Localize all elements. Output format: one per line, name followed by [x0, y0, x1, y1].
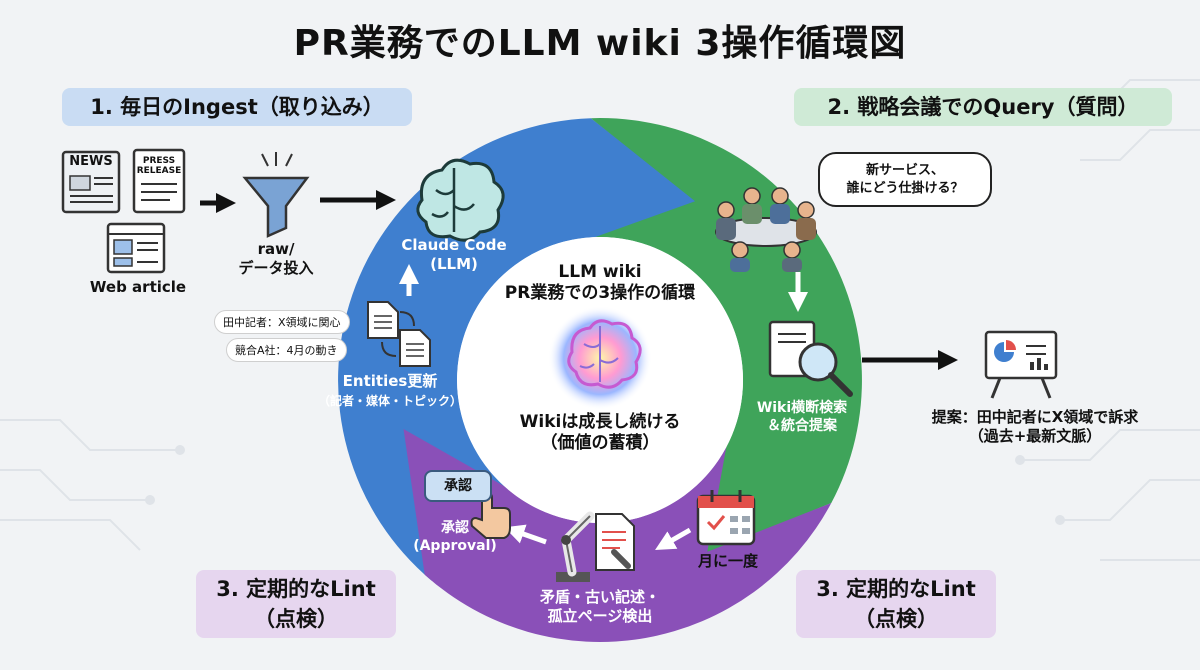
magnifier-icon [768, 320, 853, 397]
lint-badge-right: 3. 定期的なLint （点検） [796, 570, 996, 638]
raw-label: raw/ データ投入 [214, 240, 338, 278]
question-bubble-line1: 新サービス、 [865, 163, 944, 178]
lint-check-line1: 矛盾・古い記述・ [539, 588, 660, 606]
proposal-label-line1: 提案：田中記者にX領域で訴求 [931, 408, 1139, 426]
center-footer-line2: （価値の蓄積） [540, 433, 660, 454]
document-icon [367, 301, 431, 367]
lint-badge-right-line1: 3. 定期的なLint [816, 577, 976, 601]
question-bubble: 新サービス、 誰にどう仕掛ける？ [818, 152, 992, 208]
press-release-icon [132, 148, 186, 214]
press-release-label: PRESS RELEASE [134, 156, 184, 177]
entity-pill-competitor: 競合A社：4月の動き [226, 338, 347, 362]
news-label: NEWS [69, 154, 113, 169]
search-label-line2: ＆統合提案 [767, 417, 837, 434]
brain-icon [416, 158, 505, 242]
web-article-label: Web article [89, 278, 187, 296]
presentation-icon [984, 330, 1058, 399]
search-label-line1: Wiki横断検索 [756, 400, 848, 416]
entities-label: Entities更新 （記者・媒体・トピック） [310, 372, 470, 410]
entity-pill-journalist: 田中記者：X領域に関心 [214, 310, 350, 334]
lint-badge-left-line2: （点検） [254, 607, 338, 631]
calendar-icon [696, 490, 756, 546]
center-footer-line1: Wikiは成長し続ける [519, 412, 681, 432]
center-title-line1: LLM wiki [558, 262, 642, 282]
raw-label-line2: データ投入 [238, 258, 314, 277]
funnel-icon [242, 152, 310, 238]
web-article-icon [106, 222, 166, 274]
robot-arm-icon [556, 511, 635, 582]
lint-badge-left: 3. 定期的なLint （点検） [196, 570, 396, 638]
press-label-line2: RELEASE [136, 166, 182, 177]
monthly-label: 月に一度 [697, 552, 758, 570]
approve-button[interactable]: 承認 [424, 470, 492, 502]
approval-label: 承認 (Approval) [400, 520, 510, 555]
circuit-background [0, 79, 1200, 561]
newspaper-icon [61, 150, 121, 214]
press-label-line1: PRESS [142, 156, 176, 166]
claude-label-line2: (LLM) [430, 254, 478, 273]
claude-label: Claude Code (LLM) [386, 236, 522, 274]
page-title: PR業務でのLLM wiki 3操作循環図 [293, 23, 907, 64]
question-bubble-line2: 誰にどう仕掛ける？ [846, 180, 964, 196]
approval-label-line1: 承認 [441, 520, 469, 536]
search-label: Wiki横断検索 ＆統合提案 [742, 400, 862, 435]
center-footer: Wikiは成長し続ける （価値の蓄積） [480, 412, 720, 455]
lint-check-line2: 孤立ページ検出 [547, 606, 653, 625]
claude-label-line1: Claude Code [401, 236, 507, 254]
approval-label-line2: (Approval) [413, 537, 497, 554]
lint-check-label: 矛盾・古い記述・ 孤立ページ検出 [510, 588, 690, 626]
lint-badge-right-line2: （点検） [854, 607, 938, 631]
query-badge: 2. 戦略会議でのQuery（質問） [794, 88, 1172, 126]
arrow-check-to-approve [504, 524, 547, 545]
center-title: LLM wiki PR業務での3操作の循環 [480, 262, 720, 305]
raw-label-line1: raw/ [257, 240, 295, 258]
glowing-brain-icon [548, 306, 652, 410]
entities-label-line1: Entities更新 [342, 372, 438, 390]
lint-badge-left-line1: 3. 定期的なLint [216, 577, 376, 601]
proposal-label: 提案：田中記者にX領域で訴求 （過去+最新文脈） [890, 408, 1180, 446]
ingest-badge: 1. 毎日のIngest（取り込み） [62, 88, 412, 126]
entities-label-line2: （記者・媒体・トピック） [317, 393, 462, 408]
arrow-calendar-to-check [655, 527, 692, 550]
proposal-label-line2: （過去+最新文脈） [968, 426, 1102, 445]
center-title-line2: PR業務での3操作の循環 [504, 283, 696, 304]
meeting-icon [715, 187, 817, 272]
